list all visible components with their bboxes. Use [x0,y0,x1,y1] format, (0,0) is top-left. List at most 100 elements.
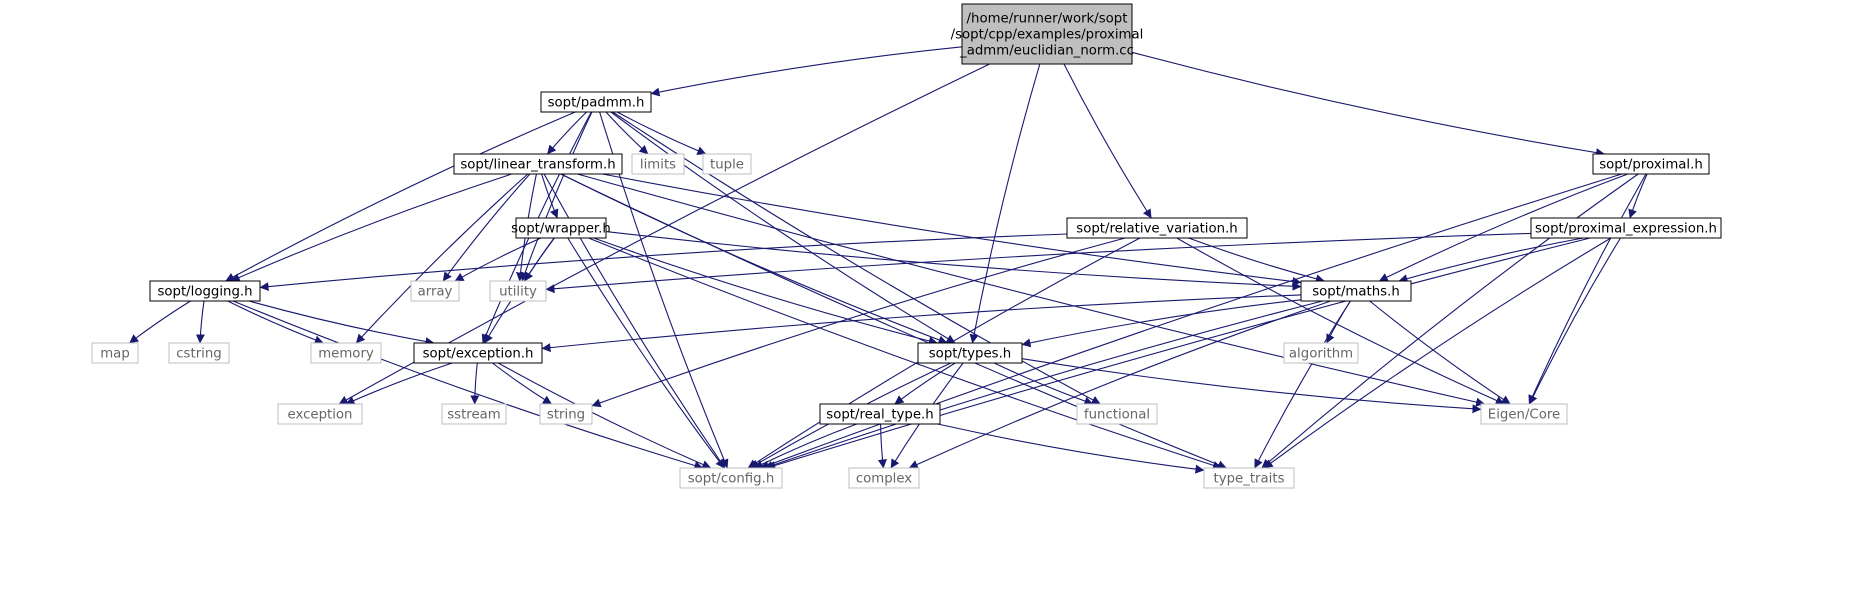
edge-linear-to-wrapper [541,173,559,219]
edge-proximal-to-typetraits [1261,173,1639,469]
node-label-eigen: Eigen/Core [1488,408,1560,423]
node-box-algorithm [1283,342,1359,364]
node-label-types: sopt/types.h [929,347,1011,362]
node-box-string [539,403,593,425]
node-padmm[interactable]: sopt/padmm.h [540,91,652,113]
node-box-wrapper [515,217,607,239]
node-box-array [410,280,460,302]
node-box-memory [310,342,382,364]
node-wrapper[interactable]: sopt/wrapper.h [511,217,611,239]
node-label-sstream: sstream [447,408,501,423]
edge-exception_h-to-config [497,362,712,469]
node-box-utility [489,280,547,302]
node-array: array [410,280,460,302]
edge-types-to-eigen [1021,358,1482,414]
node-box-realtype [819,403,941,425]
node-box-cstring [168,342,230,364]
node-layer: /home/runner/work/sopt/sopt/cpp/examples… [91,3,1722,489]
edge-logging-to-config [232,300,704,470]
edge-root-to-padmm [650,46,963,97]
node-tuple: tuple [702,153,752,175]
node-label-relvar: sopt/relative_variation.h [1076,222,1237,237]
node-algorithm: algorithm [1283,342,1359,364]
node-label-maths: sopt/maths.h [1312,285,1400,300]
node-label-exception: exception [288,408,353,423]
node-cstring: cstring [168,342,230,364]
edge-exception_h-to-string [492,362,552,405]
edge-layer [129,46,1648,474]
node-utility: utility [489,280,547,302]
node-box-exception [277,403,363,425]
node-memory: memory [310,342,382,364]
node-label-memory: memory [318,347,374,362]
node-label-realtype: sopt/real_type.h [826,408,933,423]
node-box-proxexpr [1530,217,1722,239]
edge-linear-to-array [442,173,531,282]
node-box-exception_h [413,342,543,364]
node-string: string [539,403,593,425]
edge-root-to-types [969,63,1041,344]
edge-realtype-to-config [753,423,857,469]
node-box-sstream [441,403,507,425]
node-label-exception_h: sopt/exception.h [423,347,534,362]
edge-proxexpr-to-eigen [1529,237,1621,405]
node-exception: exception [277,403,363,425]
edge-linear-to-maths [602,173,1302,286]
node-box-map [91,342,139,364]
node-realtype[interactable]: sopt/real_type.h [819,403,941,425]
node-linear[interactable]: sopt/linear_transform.h [453,153,623,175]
node-label-complex: complex [856,472,912,487]
node-label-string: string [547,408,585,423]
edge-realtype-to-complex [877,423,887,469]
node-box-functional [1076,403,1158,425]
edge-relvar-to-logging [259,233,1068,292]
edge-wrapper-to-config [567,237,725,469]
node-label-map: map [100,347,130,362]
node-label-limits: limits [640,158,676,173]
edge-root-to-relvar [1063,63,1152,219]
node-label-linear: sopt/linear_transform.h [460,158,615,173]
node-proximal[interactable]: sopt/proximal.h [1592,153,1710,175]
edge-exception_h-to-exception [345,362,453,405]
node-logging[interactable]: sopt/logging.h [149,280,261,302]
node-map: map [91,342,139,364]
edge-maths-to-config [763,300,1323,470]
edge-padmm-to-types [610,111,956,344]
edge-maths-to-complex [908,300,1331,469]
edge-logging-to-map [129,300,191,344]
node-box-padmm [540,91,652,113]
edge-types-to-functional [993,362,1094,406]
node-box-proximal [1592,153,1710,175]
node-label-typetraits: type_traits [1213,472,1284,487]
node-maths[interactable]: sopt/maths.h [1300,280,1412,302]
node-box-tuple [702,153,752,175]
edge-logging-to-memory [227,300,324,345]
edge-padmm-to-limits [605,111,649,155]
node-label-root: /sopt/cpp/examples/proximal [951,28,1144,43]
edge-maths-to-types [1021,299,1302,348]
edge-wrapper-to-array [454,237,542,282]
edge-logging-to-cstring [195,300,205,344]
edge-relvar-to-maths [1188,237,1325,284]
node-label-proximal: sopt/proximal.h [1599,158,1703,173]
node-box-typetraits [1203,467,1295,489]
node-proxexpr[interactable]: sopt/proximal_expression.h [1530,217,1722,239]
edge-logging-to-exception_h [248,300,435,346]
edge-proximal-to-proxexpr [1628,173,1648,219]
node-label-tuple: tuple [710,158,744,173]
edge-maths-to-typetraits [1254,300,1351,469]
node-types[interactable]: sopt/types.h [917,342,1023,364]
node-relvar[interactable]: sopt/relative_variation.h [1066,217,1248,239]
node-typetraits: type_traits [1203,467,1295,489]
node-label-wrapper: sopt/wrapper.h [511,222,611,237]
edge-proxexpr-to-config [766,237,1591,470]
node-exception_h[interactable]: sopt/exception.h [413,342,543,364]
edge-padmm-to-linear [546,111,587,155]
edge-proxexpr-to-maths [1398,237,1584,283]
edge-linear-to-typetraits [560,173,1227,469]
node-root[interactable]: /home/runner/work/sopt/sopt/cpp/examples… [951,3,1144,65]
node-box-logging [149,280,261,302]
node-label-utility: utility [499,285,537,300]
edge-wrapper-to-types [593,237,938,346]
